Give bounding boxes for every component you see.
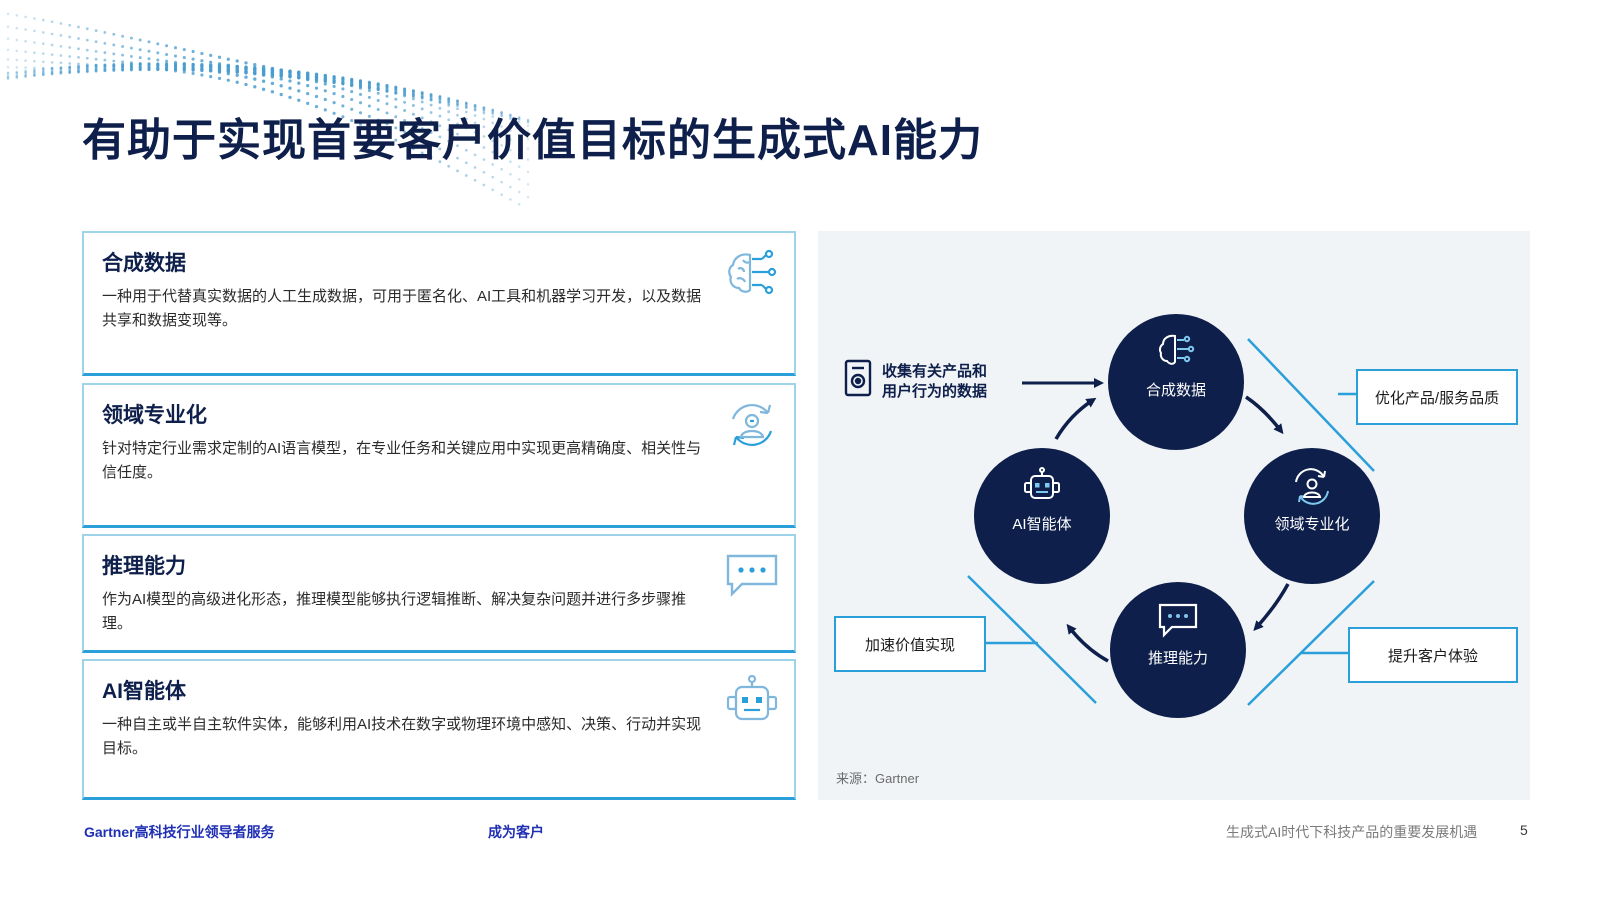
- node-synthetic-data: [1108, 314, 1244, 450]
- card-description: 作为AI模型的高级进化形态，推理模型能够执行逻辑推断、解决复杂问题并进行多步骤推…: [102, 591, 687, 632]
- node-label-synthetic-data: 合成数据: [1145, 382, 1206, 399]
- node-label-domain-specialization: 领域专业化: [1274, 516, 1350, 533]
- footer-report-title: 生成式AI时代下科技产品的重要发展机遇: [1226, 824, 1478, 840]
- value-cycle-diagram: 收集有关产品和 用户行为的数据 合成数据 领域专业化 推理能力 AI智能体 优化…: [818, 231, 1530, 800]
- source-note: 来源：Gartner: [836, 771, 920, 786]
- node-label-reasoning: 推理能力: [1147, 650, 1208, 667]
- data-collection-label: 收集有关产品和 用户行为的数据: [882, 363, 988, 400]
- page-title: 有助于实现首要客户价值目标的生成式AI能力: [82, 116, 983, 165]
- outcome-optimize-quality: 优化产品/服务品质: [1356, 369, 1518, 425]
- outcome-customer-experience: 提升客户体验: [1348, 627, 1518, 683]
- person-cycle-icon: [731, 403, 773, 447]
- card-description: 一种自主或半自主软件实体，能够利用AI技术在数字或物理环境中感知、决策、行动并实…: [102, 716, 702, 757]
- cycle-nodes: [974, 314, 1380, 718]
- outcome-accelerate-value: 加速价值实现: [834, 616, 986, 672]
- card-description: 一种用于代替真实数据的人工生成数据，可用于匿名化、AI工具和机器学习开发，以及数…: [102, 288, 702, 329]
- card-synthetic-data: 合成数据 一种用于代替真实数据的人工生成数据，可用于匿名化、AI工具和机器学习开…: [82, 231, 796, 376]
- brain-circuit-icon: [728, 249, 777, 295]
- card-title: 推理能力: [102, 555, 186, 578]
- card-title: 领域专业化: [102, 404, 207, 427]
- node-person-cycle-icon: [1295, 468, 1329, 505]
- robot-icon: [726, 674, 778, 721]
- card-description: 针对特定行业需求定制的AI语言模型，在专业任务和关键应用中实现更高精确度、相关性…: [102, 440, 702, 481]
- node-brain-circuit-icon: [1158, 334, 1195, 365]
- footer-become-client-link[interactable]: 成为客户: [488, 824, 544, 840]
- node-chat-bubble-icon: [1158, 603, 1198, 638]
- card-domain-specialization: 领域专业化 针对特定行业需求定制的AI语言模型，在专业任务和关键应用中实现更高精…: [82, 383, 796, 528]
- node-robot-icon: [1024, 467, 1060, 499]
- dot-wave-decoration: [6, 12, 530, 206]
- chat-bubble-icon: [726, 554, 778, 597]
- card-reasoning: 推理能力 作为AI模型的高级进化形态，推理模型能够执行逻辑推断、解决复杂问题并进…: [82, 534, 796, 653]
- cycle-arrows: [1054, 395, 1290, 663]
- card-title: 合成数据: [102, 252, 186, 275]
- node-label-ai-agent: AI智能体: [1012, 516, 1072, 533]
- page-number: 5: [1520, 822, 1528, 838]
- footer-service-link[interactable]: Gartner高科技行业领导者服务: [84, 824, 275, 840]
- node-reasoning: [1110, 582, 1246, 718]
- node-ai-agent: [974, 448, 1110, 584]
- card-ai-agent: AI智能体 一种自主或半自主软件实体，能够利用AI技术在数字或物理环境中感知、决…: [82, 659, 796, 800]
- node-domain-specialization: [1244, 448, 1380, 584]
- data-collection-icon: [844, 359, 872, 397]
- card-title: AI智能体: [102, 680, 186, 703]
